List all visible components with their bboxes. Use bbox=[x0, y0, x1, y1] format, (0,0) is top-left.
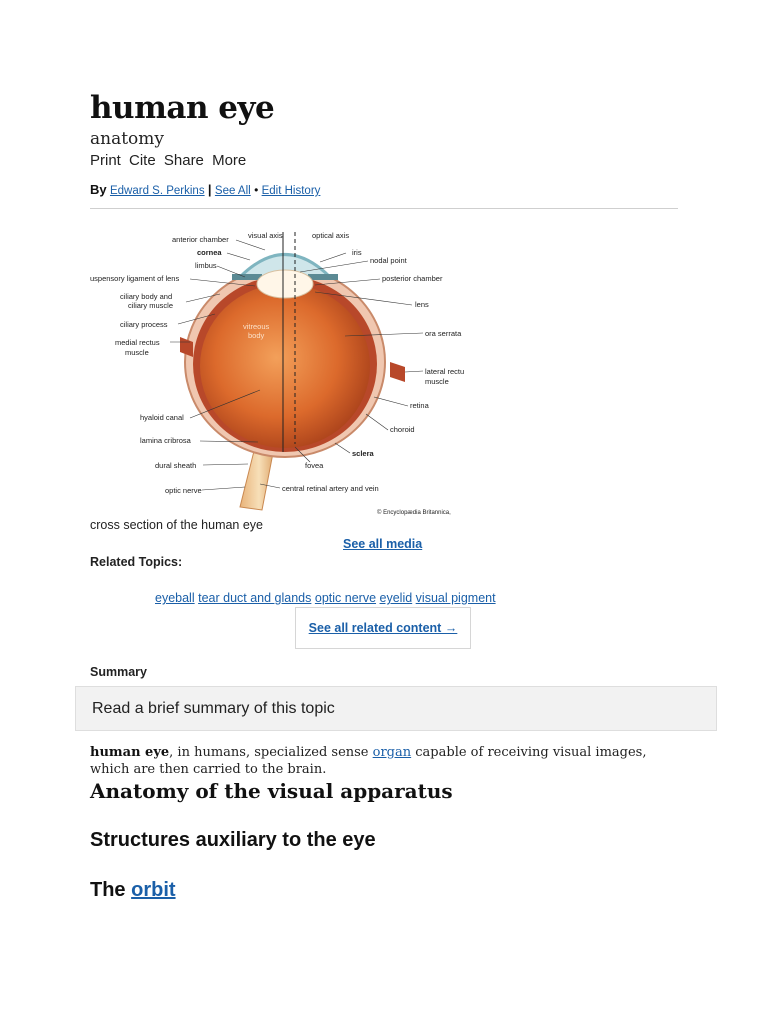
related-topic-tear-duct[interactable]: tear duct and glands bbox=[198, 591, 312, 605]
byline-bullet: • bbox=[254, 183, 259, 197]
author-link[interactable]: Edward S. Perkins bbox=[109, 185, 205, 197]
related-topic-optic-nerve[interactable]: optic nerve bbox=[314, 591, 377, 605]
see-all-media-link[interactable]: See all media bbox=[343, 537, 423, 551]
eye-diagram[interactable]: anterior chamber visual axis optical axi… bbox=[90, 222, 470, 522]
figure-caption: cross section of the human eye bbox=[90, 518, 264, 532]
label-ciliary-body: ciliary body and bbox=[120, 292, 172, 301]
section-heading-anatomy: Anatomy of the visual apparatus bbox=[90, 779, 453, 803]
label-fovea: fovea bbox=[305, 461, 324, 470]
byline-separator: | bbox=[207, 182, 212, 197]
edit-history-link[interactable]: Edit History bbox=[261, 185, 321, 197]
see-all-related-label: See all related content → bbox=[308, 621, 458, 635]
label-cornea: cornea bbox=[197, 248, 222, 257]
related-topic-eyeball[interactable]: eyeball bbox=[155, 591, 195, 605]
intro-text-1: , in humans, specialized sense bbox=[169, 745, 373, 760]
label-optic-nerve: optic nerve bbox=[165, 486, 202, 495]
cite-link[interactable]: Cite bbox=[129, 152, 156, 169]
label-limbus: limbus bbox=[195, 261, 217, 270]
label-lateral-rectus: lateral rectu bbox=[425, 367, 464, 376]
intro-paragraph: human eye, in humans, specialized sense … bbox=[90, 744, 660, 778]
see-all-contributors-link[interactable]: See All bbox=[214, 185, 251, 197]
iris-left bbox=[232, 274, 262, 280]
divider bbox=[90, 208, 678, 209]
label-nodal-point: nodal point bbox=[370, 256, 408, 265]
label-lateral-muscle: muscle bbox=[425, 377, 449, 386]
label-central-artery: central retinal artery and vein bbox=[282, 484, 379, 493]
section-heading-orbit: The orbit bbox=[90, 879, 176, 902]
article-subtitle: anatomy bbox=[90, 129, 165, 149]
summary-label: Summary bbox=[90, 665, 147, 679]
section-heading-auxiliary: Structures auxiliary to the eye bbox=[90, 829, 376, 851]
related-topics-label: Related Topics: bbox=[90, 555, 183, 569]
summary-box[interactable]: Read a brief summary of this topic bbox=[75, 686, 717, 731]
lens-shape bbox=[256, 269, 314, 299]
lateral-muscle-shape bbox=[390, 362, 405, 382]
label-posterior-chamber: posterior chamber bbox=[382, 274, 443, 283]
label-ciliary-muscle: ciliary muscle bbox=[128, 301, 173, 310]
label-ora-serrata: ora serrata bbox=[425, 329, 462, 338]
label-retina: retina bbox=[410, 401, 430, 410]
intro-text-2: capable of receiving visual images, whic… bbox=[90, 745, 647, 777]
label-ciliary-process: ciliary process bbox=[120, 320, 168, 329]
iris-right bbox=[308, 274, 338, 280]
related-topics-list: eyeball tear duct and glands optic nerve… bbox=[155, 591, 496, 605]
orbit-link[interactable]: orbit bbox=[131, 879, 176, 901]
label-sclera: sclera bbox=[352, 449, 375, 458]
related-topic-eyelid[interactable]: eyelid bbox=[379, 591, 413, 605]
eye-diagram-svg: anterior chamber visual axis optical axi… bbox=[90, 231, 464, 516]
label-visual-axis: visual axis bbox=[248, 231, 283, 240]
article-actions: Print Cite Share More bbox=[90, 152, 250, 169]
label-iris: iris bbox=[352, 248, 362, 257]
label-hyaloid-canal: hyaloid canal bbox=[140, 413, 184, 422]
see-all-related-button[interactable]: See all related content → bbox=[295, 607, 471, 649]
article-title: human eye bbox=[90, 90, 275, 126]
vitreous-shape bbox=[200, 284, 370, 448]
label-lens: lens bbox=[415, 300, 429, 309]
label-copyright: © Encyclopædia Britannica, bbox=[377, 509, 451, 516]
label-choroid: choroid bbox=[390, 425, 415, 434]
byline-by: By bbox=[90, 182, 107, 197]
intro-term: human eye bbox=[90, 745, 170, 760]
more-link[interactable]: More bbox=[212, 152, 247, 169]
label-lamina: lamina cribrosa bbox=[140, 436, 192, 445]
label-suspensory: uspensory ligament of lens bbox=[90, 274, 179, 283]
label-optical-axis: optical axis bbox=[312, 231, 349, 240]
label-medial-rectus: medial rectus bbox=[115, 338, 160, 347]
byline: By Edward S. Perkins | See All • Edit Hi… bbox=[90, 182, 320, 197]
organ-link[interactable]: organ bbox=[372, 745, 412, 760]
label-vitreous-body: body bbox=[248, 331, 265, 340]
label-anterior-chamber: anterior chamber bbox=[172, 235, 229, 244]
related-topic-visual-pigment[interactable]: visual pigment bbox=[415, 591, 496, 605]
label-medial-muscle: muscle bbox=[125, 348, 149, 357]
label-vitreous: vitreous bbox=[243, 322, 270, 331]
print-link[interactable]: Print bbox=[90, 152, 121, 169]
share-link[interactable]: Share bbox=[163, 152, 204, 169]
label-dural-sheath: dural sheath bbox=[155, 461, 196, 470]
orbit-heading-prefix: The bbox=[90, 879, 132, 901]
